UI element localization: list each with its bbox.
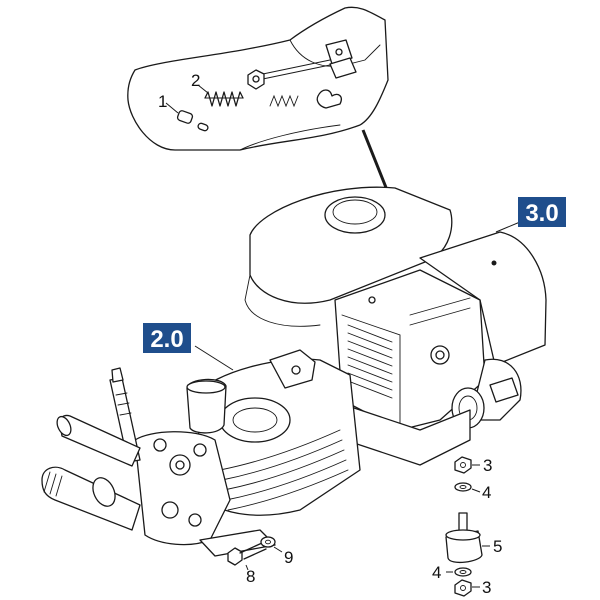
inlet-threads bbox=[43, 471, 63, 497]
rod-nut bbox=[247, 69, 265, 90]
callout-3-top: 3 bbox=[483, 456, 492, 475]
part-2-spring bbox=[204, 91, 244, 107]
part-3-nut-top bbox=[454, 456, 472, 474]
shroud-vents bbox=[347, 297, 471, 399]
part-9-washer bbox=[260, 536, 276, 548]
callout-2: 2 bbox=[191, 71, 200, 90]
leader-lines bbox=[194, 221, 521, 588]
outlet-pipe bbox=[56, 414, 141, 467]
pump-assembly bbox=[41, 349, 361, 557]
accumulator bbox=[186, 378, 227, 434]
wing-nut bbox=[316, 89, 342, 109]
callout-4-bottom: 4 bbox=[432, 563, 441, 582]
pump-assembly-badge-label: 2.0 bbox=[150, 326, 183, 353]
callout-4-top: 4 bbox=[482, 483, 491, 502]
engine-assembly-badge-label: 3.0 bbox=[525, 200, 558, 227]
engine-shroud bbox=[334, 269, 486, 431]
fuel-tank bbox=[244, 186, 453, 327]
pump-manifold bbox=[134, 431, 231, 546]
callout-9: 9 bbox=[284, 548, 293, 567]
pump-body bbox=[194, 349, 361, 516]
part-5-rubber-mount bbox=[445, 512, 483, 564]
callout-8: 8 bbox=[246, 567, 255, 586]
mount-hardware bbox=[445, 456, 483, 597]
bracket-clamp bbox=[325, 39, 357, 79]
air-cleaner bbox=[419, 231, 547, 366]
pump-assembly-badge: 2.0 bbox=[143, 323, 191, 353]
part-8-bolt bbox=[227, 542, 267, 566]
part-4-washer-top bbox=[454, 482, 472, 492]
injector-stem bbox=[109, 367, 141, 463]
inlet-fitting bbox=[41, 466, 141, 531]
engine-assembly-badge: 3.0 bbox=[518, 197, 566, 227]
part-1-cap bbox=[176, 110, 209, 132]
callout-3-bottom: 3 bbox=[482, 578, 491, 597]
part-4-washer-bottom bbox=[454, 567, 472, 577]
part-3-nut-bottom bbox=[454, 579, 472, 597]
engine-assembly bbox=[244, 186, 547, 466]
throttle-detail-inset bbox=[127, 6, 389, 151]
callout-1: 1 bbox=[158, 92, 167, 111]
callout-5: 5 bbox=[493, 537, 502, 556]
